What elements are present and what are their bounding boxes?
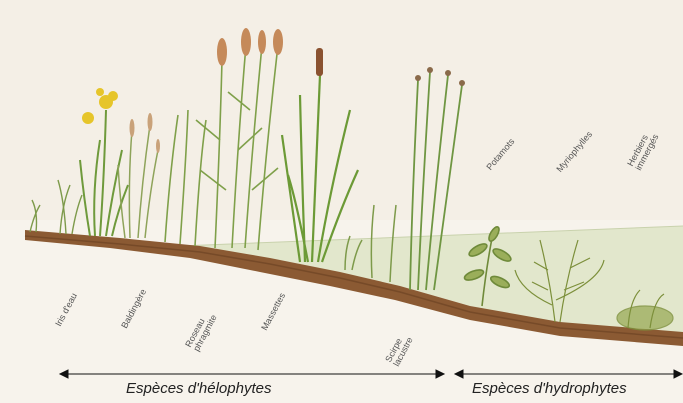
helophytes-caption: Espèces d'hélophytes: [126, 380, 271, 397]
massettes-spikes: [316, 48, 323, 76]
hydrophytes-caption: Espèces d'hydrophytes: [472, 380, 627, 397]
